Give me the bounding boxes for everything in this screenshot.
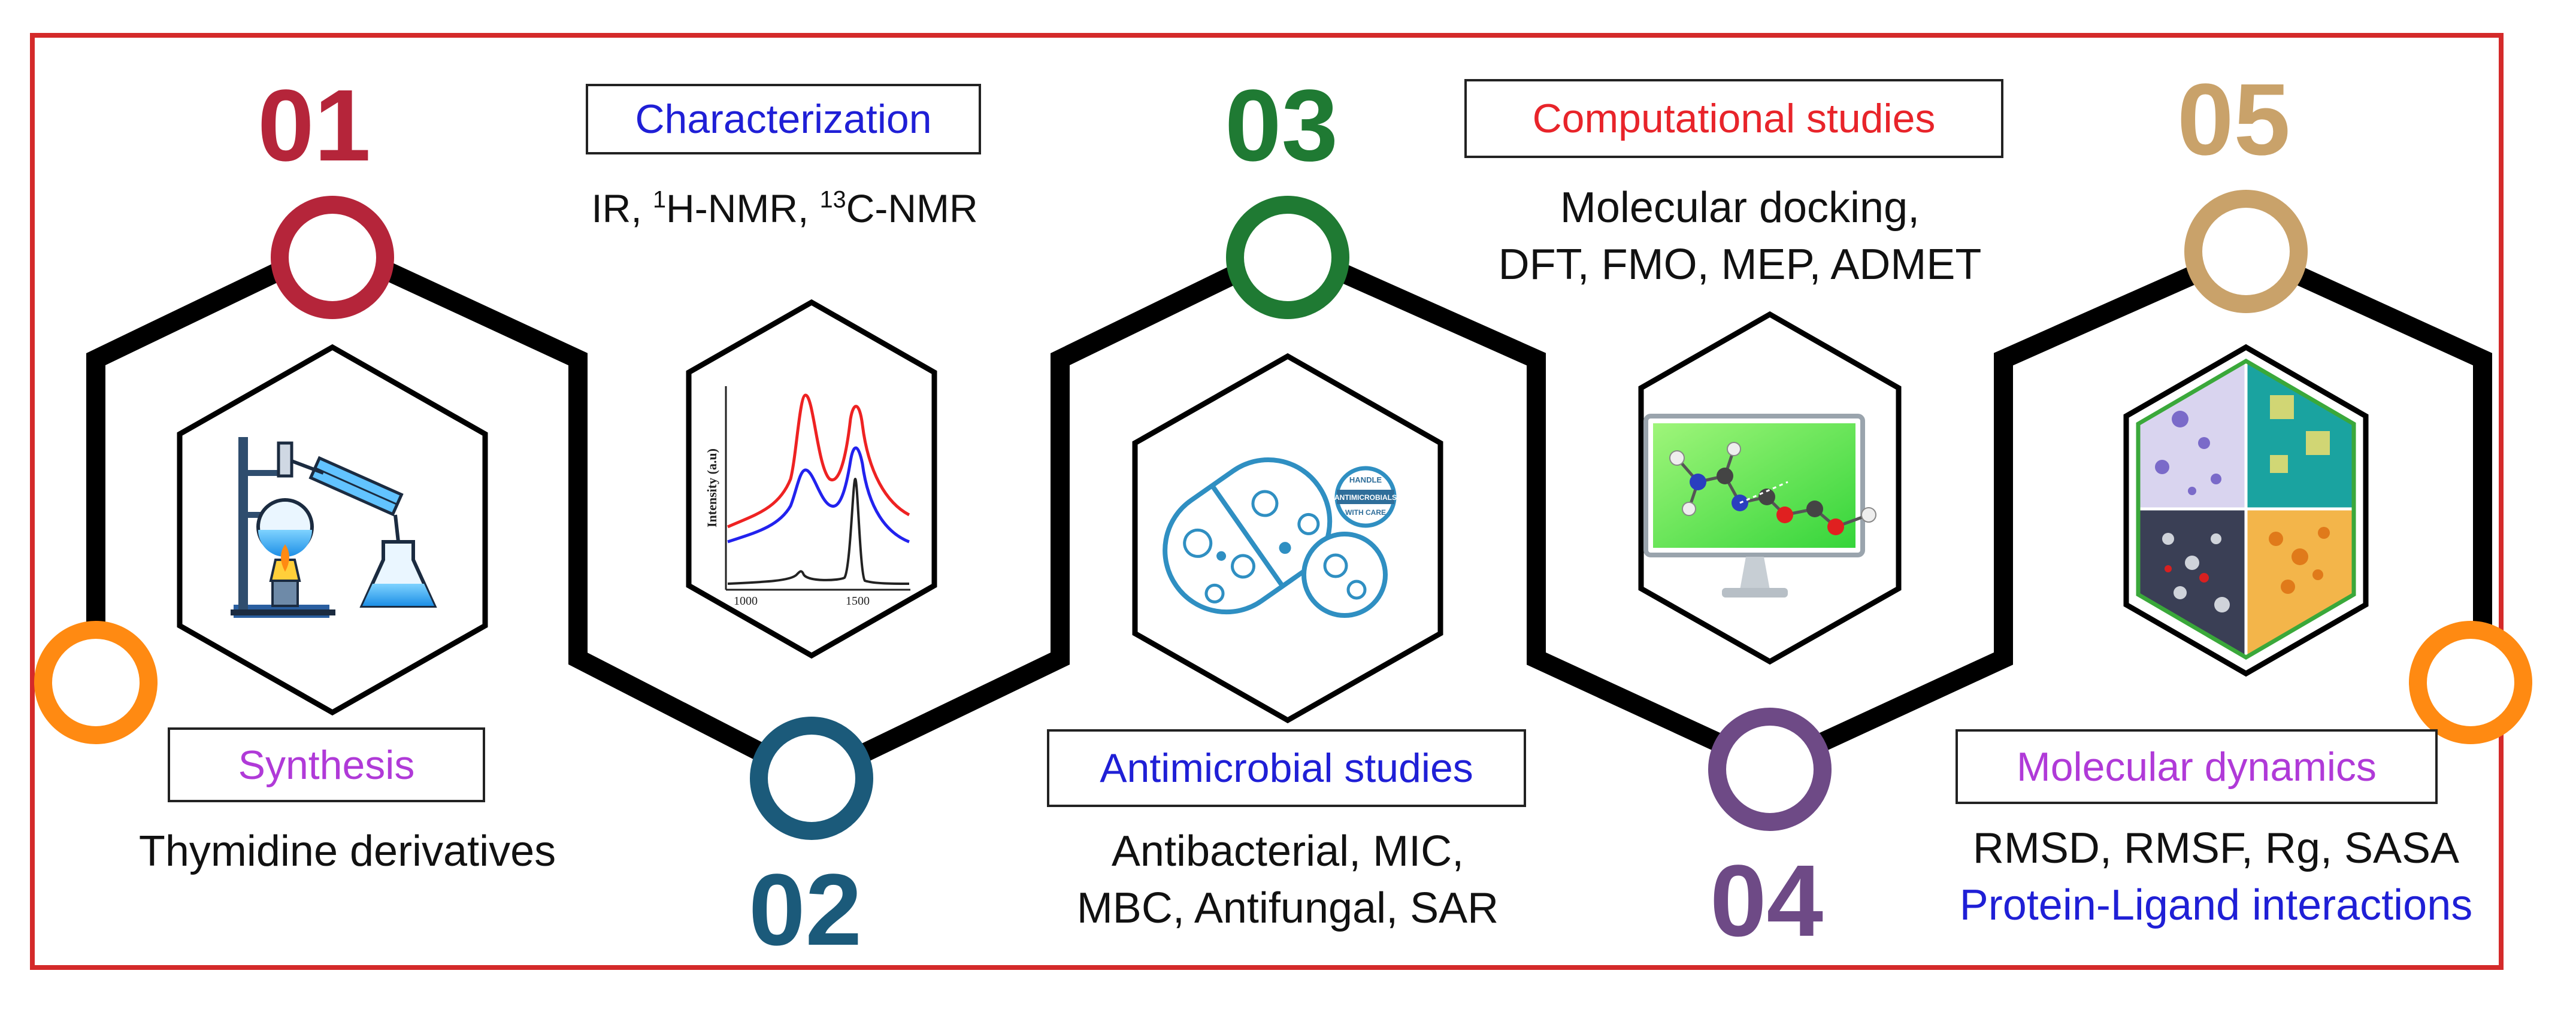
molecular-dynamics-label: Molecular dynamics <box>1956 729 2438 804</box>
hexagon-step-2 <box>686 299 937 659</box>
step-5-number: 05 <box>2177 63 2291 177</box>
spectrum-tick-1000: 1000 <box>734 595 758 608</box>
synthesis-apparatus-icon <box>231 437 437 618</box>
step-5-node <box>2184 190 2308 313</box>
protein-ligand-interactions-text: Protein-Ligand interactions <box>1959 881 2473 930</box>
outer-frame <box>30 33 2504 970</box>
step-2-number: 02 <box>749 853 862 967</box>
molecular-dynamics-description-line-1: RMSD, RMSF, Rg, SASA <box>1972 824 2460 872</box>
badge-line-3: WITH CARE <box>1345 508 1386 517</box>
molecular-dynamics-description: RMSD, RMSF, Rg, SASA Protein-Ligand inte… <box>1917 820 2516 934</box>
step-3-number: 03 <box>1225 69 1339 183</box>
step-2-node <box>750 717 873 840</box>
hexagon-step-1 <box>177 344 488 716</box>
start-endpoint <box>34 621 158 744</box>
characterization-text-c: C-NMR <box>846 186 978 230</box>
spectrum-red-line <box>727 393 910 529</box>
step-1-number: 01 <box>258 69 371 183</box>
spectrum-blue-line <box>727 446 910 544</box>
computational-studies-label: Computational studies <box>1464 79 2003 158</box>
characterization-sup-1: 1 <box>653 186 667 213</box>
step-1-node <box>271 196 394 319</box>
spectrum-tick-1500: 1500 <box>846 595 870 608</box>
computational-description: Molecular docking, DFT, FMO, MEP, ADMET <box>1455 180 2024 293</box>
computational-description-line-2: DFT, FMO, MEP, ADMET <box>1498 241 1982 289</box>
characterization-text-b: H-NMR, <box>666 186 820 230</box>
characterization-text-a: IR, <box>591 186 653 230</box>
step-3-node <box>1226 196 1349 319</box>
characterization-description: IR, 1H-NMR, 13C-NMR <box>539 183 1030 235</box>
synthesis-description: Thymidine derivatives <box>120 823 575 880</box>
step-4-number: 04 <box>1710 844 1824 958</box>
antimicrobial-description-line-1: Antibacterial, MIC, <box>1111 827 1464 875</box>
characterization-sup-13: 13 <box>819 186 846 213</box>
antimicrobial-description-line-2: MBC, Antifungal, SAR <box>1076 884 1499 933</box>
synthesis-label: Synthesis <box>168 727 485 802</box>
monitor-molecule-icon <box>1643 414 1876 598</box>
badge-line-2: ANTIMICROBIALS <box>1334 493 1397 502</box>
synthesis-description-line-1: Thymidine derivatives <box>138 827 556 875</box>
antimicrobial-description: Antibacterial, MIC, MBC, Antifungal, SAR <box>1018 823 1557 937</box>
end-endpoint <box>2409 621 2532 744</box>
ir-spectrum-icon: Intensity (a.u) 1000 1500 <box>704 386 910 608</box>
antimicrobial-pill-icon: HANDLE ANTIMICROBIALS WITH CARE <box>1163 457 1397 618</box>
md-simulation-collage-icon <box>2138 361 2354 657</box>
step-4-node <box>1708 708 1832 831</box>
antimicrobial-studies-label: Antimicrobial studies <box>1047 729 1526 807</box>
spectrum-black-line <box>727 477 910 585</box>
badge-line-1: HANDLE <box>1349 475 1382 484</box>
characterization-label: Characterization <box>586 84 981 154</box>
spectrum-y-label: Intensity (a.u) <box>704 448 719 527</box>
computational-description-line-1: Molecular docking, <box>1560 184 1920 232</box>
